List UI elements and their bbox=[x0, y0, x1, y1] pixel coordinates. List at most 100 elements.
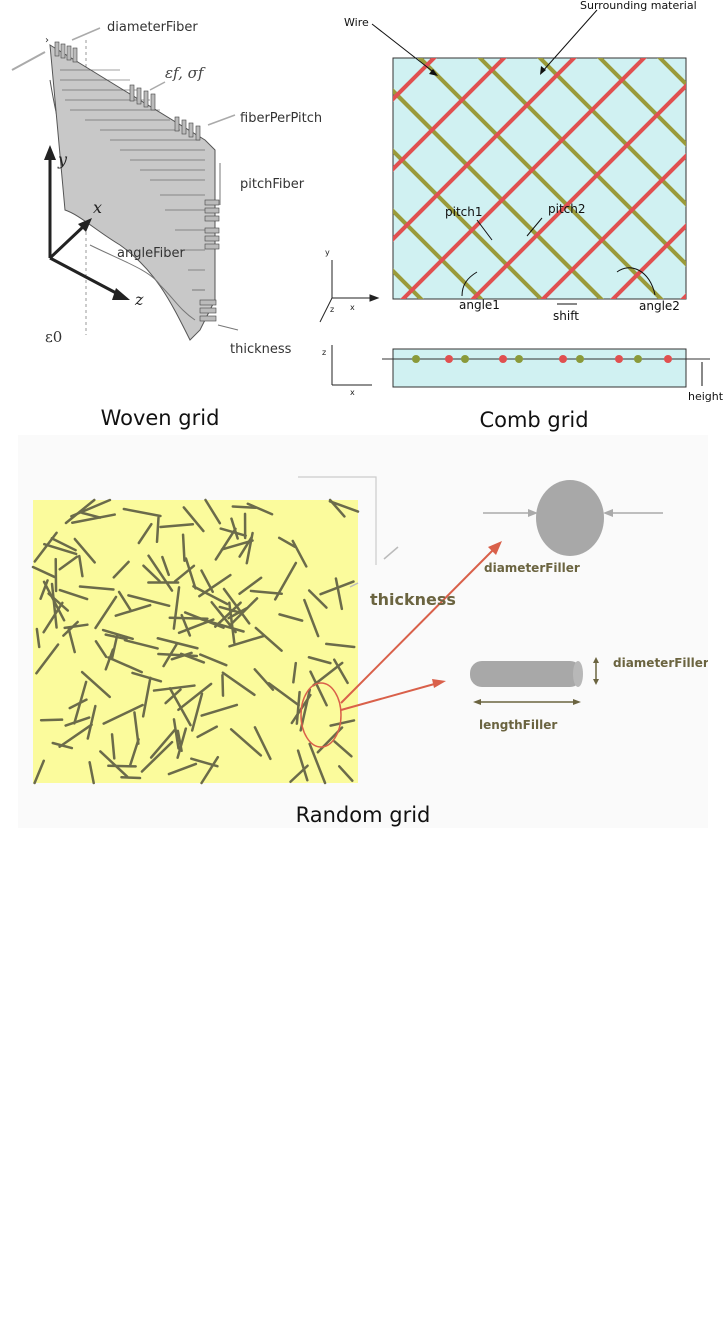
svg-text:z: z bbox=[330, 305, 334, 314]
filler-segment bbox=[104, 633, 128, 641]
filler-segment bbox=[303, 598, 320, 638]
woven-body bbox=[49, 44, 216, 341]
filler-segment bbox=[292, 661, 298, 684]
woven-axes bbox=[44, 145, 130, 300]
woven-grid-caption: Woven grid bbox=[101, 406, 220, 430]
filler-segment bbox=[267, 682, 300, 707]
comb-red-wires bbox=[393, 58, 686, 299]
comb-grid-caption: Comb grid bbox=[479, 408, 588, 432]
filler-segment bbox=[254, 626, 283, 652]
label-thickness-woven: thickness bbox=[230, 342, 292, 357]
woven-grid-diagram: diameterFiber › εf, σf fiberPerPitch pit… bbox=[0, 0, 365, 430]
filler-segment bbox=[157, 652, 199, 658]
filler-segment bbox=[214, 527, 237, 561]
filler-segment bbox=[67, 627, 76, 654]
filler-segment bbox=[220, 539, 254, 551]
filler-segment bbox=[231, 505, 257, 510]
filler-segment bbox=[80, 670, 112, 699]
filler-segment bbox=[78, 554, 84, 578]
woven-fiber-tips bbox=[54, 41, 201, 141]
filler-segment bbox=[221, 671, 256, 697]
svg-text:x: x bbox=[350, 303, 355, 312]
comb-axes-top bbox=[319, 260, 380, 323]
highlight-ellipse bbox=[300, 682, 342, 748]
filler-segment bbox=[319, 580, 355, 596]
filler-segment bbox=[58, 723, 93, 748]
filler-segment bbox=[156, 637, 199, 650]
filler-segment bbox=[328, 500, 360, 513]
filler-segment bbox=[204, 498, 222, 525]
filler-segment bbox=[62, 620, 79, 637]
comb-grid-panel: y x z z x Wire Surrounding material pitc… bbox=[312, 0, 724, 440]
filler-segment bbox=[94, 640, 108, 659]
label-height: height bbox=[688, 390, 724, 403]
filler-segment bbox=[123, 638, 159, 650]
filler-segment bbox=[164, 688, 182, 705]
filler-segment bbox=[133, 711, 140, 745]
label-shift: shift bbox=[553, 309, 579, 323]
filler-segment bbox=[102, 703, 144, 725]
axis-label-z: z bbox=[134, 290, 144, 309]
filler-segment bbox=[107, 656, 143, 674]
filler-segment bbox=[176, 727, 188, 759]
filler-segment bbox=[104, 648, 115, 671]
filler-segment bbox=[142, 564, 161, 583]
filler-segment bbox=[73, 680, 88, 725]
filler-segment bbox=[63, 623, 89, 630]
comb-wire-dots bbox=[412, 355, 672, 363]
filler-segment bbox=[122, 507, 162, 518]
filler-segment bbox=[43, 542, 78, 556]
filler-segment bbox=[190, 757, 219, 768]
label-angle-fiber: angleFiber bbox=[117, 246, 185, 261]
filler-segment bbox=[68, 698, 88, 710]
svg-text:x: x bbox=[350, 388, 355, 397]
filler-segment bbox=[196, 725, 219, 739]
filler-segment bbox=[228, 597, 259, 627]
filler-segment bbox=[228, 601, 236, 645]
filler-segment bbox=[88, 760, 95, 785]
filler-segment bbox=[184, 557, 197, 590]
svg-text:y: y bbox=[325, 248, 330, 257]
filler-segment bbox=[227, 607, 248, 620]
filler-segment bbox=[296, 749, 309, 782]
filler-segment bbox=[152, 684, 196, 692]
filler-segment bbox=[190, 692, 204, 732]
label-length-filler: lengthFiller bbox=[479, 718, 557, 732]
filler-segment bbox=[307, 655, 332, 665]
label-wire: Wire bbox=[344, 16, 369, 29]
filler-segment bbox=[308, 742, 327, 785]
svg-text:z: z bbox=[322, 348, 326, 357]
label-pitch2: pitch2 bbox=[548, 202, 586, 216]
label-diameter-filler-top: diameterFiller bbox=[484, 561, 580, 575]
filler-segment bbox=[50, 582, 58, 629]
filler-segment bbox=[177, 682, 213, 712]
filler-segment bbox=[200, 703, 239, 717]
filler-segment bbox=[58, 555, 79, 571]
filler-segment bbox=[112, 560, 130, 579]
filler-segment bbox=[333, 740, 353, 758]
filler-segment bbox=[273, 561, 298, 601]
filler-segment bbox=[307, 589, 328, 609]
filler-segment bbox=[35, 627, 41, 649]
random-grid-diagram: thickness diameterFiller diameterFiller … bbox=[31, 476, 709, 827]
filler-segment bbox=[39, 718, 64, 722]
filler-segment bbox=[117, 590, 133, 612]
filler-segment bbox=[278, 613, 304, 622]
random-grid-panel: thickness diameterFiller diameterFiller … bbox=[18, 435, 709, 828]
filler-segment bbox=[182, 506, 205, 533]
filler-segment bbox=[172, 718, 180, 750]
filler-segment bbox=[192, 585, 229, 606]
filler-segment bbox=[101, 628, 134, 641]
svg-text:›: › bbox=[45, 35, 49, 46]
comb-olive-wires bbox=[393, 58, 686, 299]
filler-segment bbox=[140, 740, 174, 773]
filler-segment bbox=[42, 580, 66, 622]
filler-segment bbox=[161, 555, 170, 577]
filler-segment bbox=[137, 522, 153, 545]
filler-segment bbox=[127, 594, 171, 608]
filler-segment bbox=[39, 579, 49, 601]
filler-segment bbox=[181, 533, 186, 562]
woven-grid-panel: diameterFiber › εf, σf fiberPerPitch pit… bbox=[0, 0, 365, 440]
filler-segment bbox=[42, 601, 64, 634]
filler-segment bbox=[73, 537, 96, 564]
